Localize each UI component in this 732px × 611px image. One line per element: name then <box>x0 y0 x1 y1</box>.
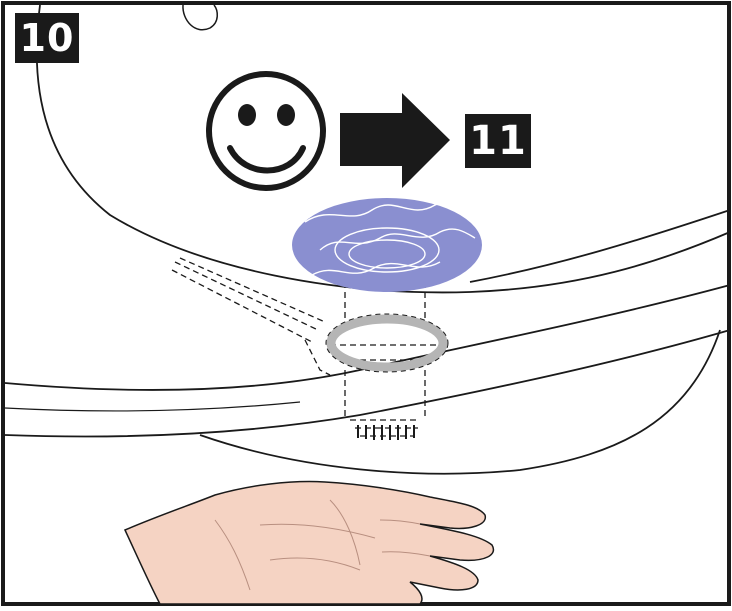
step-number-badge: 10 <box>15 13 79 63</box>
basin-bowl-outline <box>35 4 731 294</box>
smiley-face-icon <box>206 71 326 191</box>
basin-underside <box>199 329 721 475</box>
gasket-outline <box>325 313 449 373</box>
right-arrow-icon <box>340 93 450 188</box>
support-band-top <box>4 284 731 391</box>
gasket-ring <box>326 314 448 372</box>
support-band-bottom <box>4 329 731 438</box>
hand-creases <box>214 499 431 591</box>
water-highlight <box>292 198 482 292</box>
overflow-channel <box>171 257 331 376</box>
water-wave-icon <box>304 202 476 276</box>
drain-thread <box>357 425 415 440</box>
basin-rim-line <box>469 209 731 283</box>
support-band-mid <box>4 401 301 412</box>
open-hand-icon <box>123 480 495 605</box>
next-step-badge[interactable]: 11 <box>465 114 531 168</box>
fixture-top-arc <box>182 4 218 31</box>
